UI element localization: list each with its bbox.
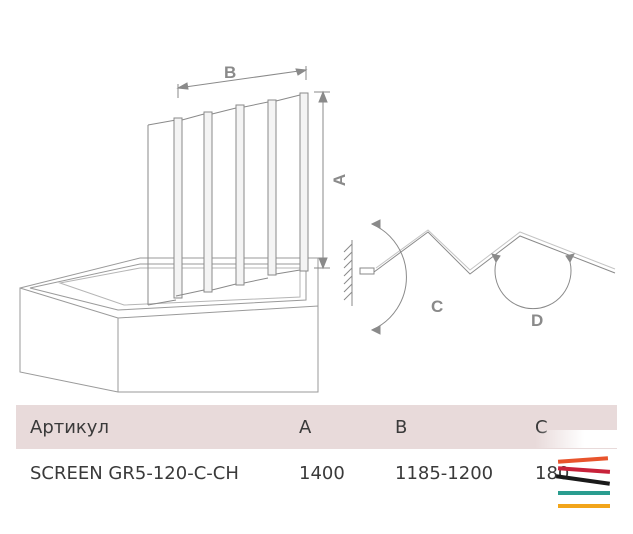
bathtub (19, 257, 319, 393)
cell-article: SCREEN GR5-120-C-CH (30, 462, 239, 484)
header-article: Артикул (30, 416, 109, 438)
header-a: A (299, 416, 312, 438)
label-c: C (431, 297, 443, 316)
logo-stripe-2 (557, 466, 611, 474)
cell-a: 1400 (299, 462, 345, 484)
dimension-b (176, 66, 308, 98)
spec-table: Артикул A B C SCREEN GR5-120-C-CH 1400 1… (16, 405, 617, 497)
top-view (343, 219, 616, 335)
logo-stripe-3 (556, 474, 611, 486)
shower-screen (147, 92, 309, 306)
header-b: B (395, 416, 408, 438)
header-fade (535, 430, 617, 448)
brand-logo-icon (556, 456, 611, 508)
logo-stripe-5 (558, 504, 610, 508)
label-a: A (330, 174, 349, 186)
logo-stripe-4 (558, 491, 610, 495)
table-row: SCREEN GR5-120-C-CH 1400 1185-1200 180 (16, 449, 617, 497)
label-b: B (224, 63, 236, 82)
cell-b: 1185-1200 (395, 462, 494, 484)
dimension-a (314, 90, 330, 270)
table-header: Артикул A B C (16, 405, 617, 449)
logo-stripe-1 (557, 456, 609, 464)
label-d: D (531, 311, 543, 330)
product-drawing: B A C D (19, 63, 616, 393)
